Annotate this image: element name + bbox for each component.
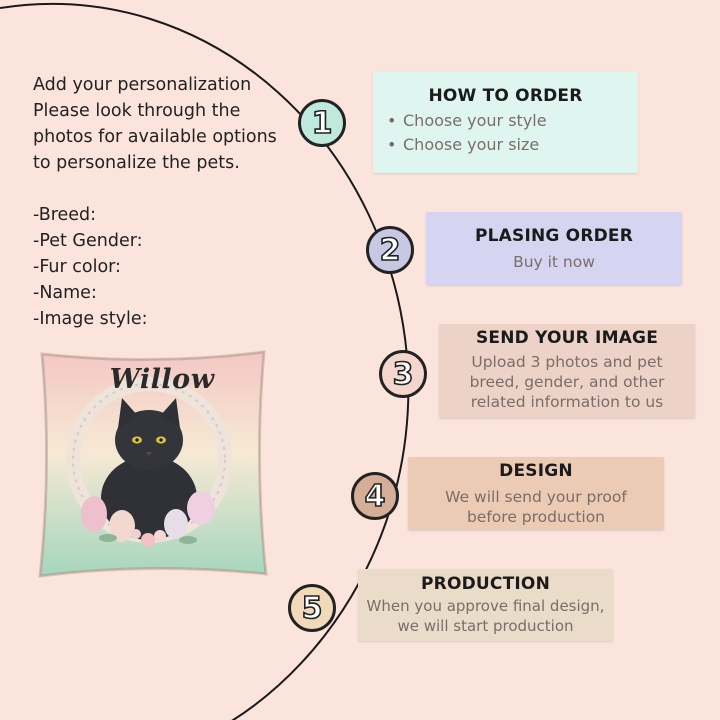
personalization-fields: -Breed: -Pet Gender: -Fur color: -Name: … [33, 202, 148, 332]
step-1-number-icon: 1 [298, 99, 346, 147]
step-5-card: PRODUCTION When you approve final design… [358, 569, 613, 641]
step-1-bullet: Choose your style [387, 109, 638, 133]
step-1-title: HOW TO ORDER [428, 86, 583, 106]
step-5-title: PRODUCTION [421, 574, 550, 594]
step-3-number: 3 [392, 356, 414, 393]
step-4-title: DESIGN [499, 461, 573, 481]
step-1-number: 1 [311, 105, 333, 142]
intro-line: Please look through the [33, 101, 241, 121]
step-3-text: related information to us [470, 393, 664, 411]
field-name: -Name: [33, 283, 97, 303]
step-3-text: breed, gender, and other [469, 373, 665, 391]
step-2-number: 2 [379, 232, 401, 269]
field-breed: -Breed: [33, 205, 97, 225]
field-image-style: -Image style: [33, 309, 148, 329]
intro-line: to personalize the pets. [33, 153, 240, 173]
step-1-list: Choose your style Choose your size [373, 109, 638, 157]
step-1-card: HOW TO ORDER Choose your style Choose yo… [373, 72, 638, 173]
pillow-product-image: Willow [36, 348, 270, 580]
intro-line: photos for available options [33, 127, 277, 147]
step-3-number-icon: 3 [379, 350, 427, 398]
step-4-number-icon: 4 [351, 472, 399, 520]
step-5-number-icon: 5 [288, 584, 336, 632]
step-3-card: SEND YOUR IMAGE Upload 3 photos and pet … [439, 324, 695, 418]
step-5-text: When you approve final design, [366, 597, 605, 615]
step-5-text: we will start production [397, 617, 574, 635]
intro-text: Add your personalization Please look thr… [33, 72, 303, 176]
step-3-title: SEND YOUR IMAGE [475, 328, 659, 348]
step-4-card: DESIGN We will send your proof before pr… [408, 457, 664, 530]
step-2-number-icon: 2 [366, 226, 414, 274]
step-4-text: before production [466, 508, 606, 526]
step-5-number: 5 [301, 590, 323, 627]
step-2-text: Buy it now [513, 253, 595, 271]
step-1-bullet: Choose your size [387, 133, 638, 157]
step-4-text: We will send your proof [445, 488, 627, 506]
pet-name-text: Willow [109, 364, 215, 395]
step-2-title: PLASING ORDER [474, 226, 634, 246]
step-2-card: PLASING ORDER Buy it now [426, 212, 682, 285]
intro-line: Add your personalization [33, 75, 252, 95]
step-3-text: Upload 3 photos and pet [471, 353, 663, 371]
pillow-illustration [38, 350, 268, 578]
step-4-number: 4 [364, 478, 386, 515]
field-fur-color: -Fur color: [33, 257, 121, 277]
field-pet-gender: -Pet Gender: [33, 231, 143, 251]
